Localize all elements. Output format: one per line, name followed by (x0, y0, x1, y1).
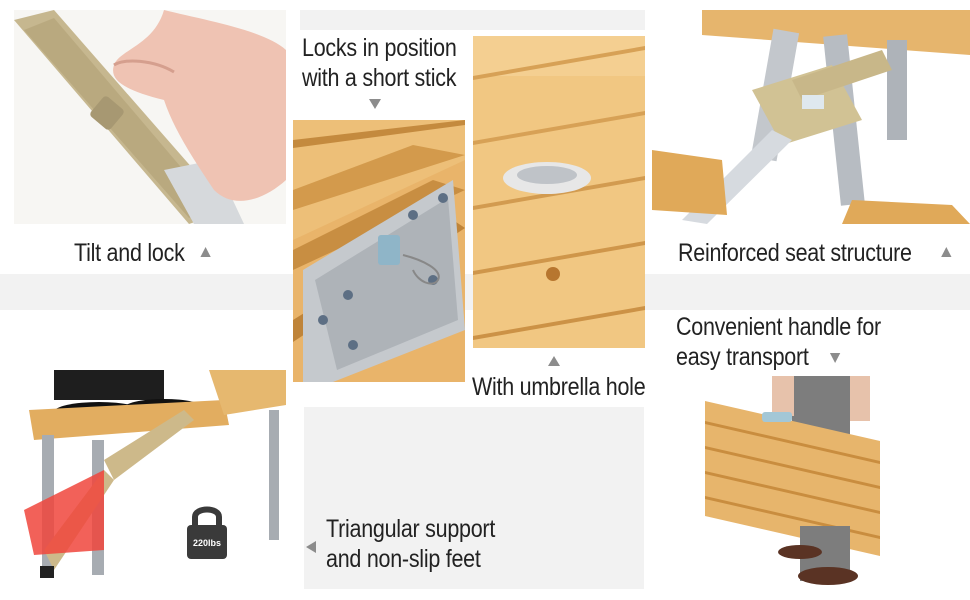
tilt-lock-caption: Tilt and lock (74, 238, 211, 268)
triangular-line1: Triangular support (326, 515, 496, 543)
triangle-up-icon (200, 247, 211, 257)
handle-line2-text: easy transport (676, 343, 809, 371)
triangle-up-icon (548, 356, 560, 366)
hinge-photo (14, 10, 286, 224)
reinforced-text: Reinforced seat structure (678, 239, 912, 267)
locks-position-line2: with a short stick (302, 64, 457, 92)
bottom-center-band (304, 407, 644, 589)
umbrella-hole-photo (473, 36, 645, 348)
triangular-support-photo (24, 370, 286, 585)
top-center-band (300, 10, 645, 30)
triangle-up-icon (941, 247, 952, 257)
lock-stick-photo (293, 120, 465, 382)
carry-case-photo (700, 376, 890, 586)
handle-line1: Convenient handle for (676, 313, 881, 341)
umbrella-caption: With umbrella hole (472, 372, 646, 402)
reinforced-caption: Reinforced seat structure (678, 238, 952, 268)
triangle-down-icon (369, 99, 381, 109)
locks-position-line1: Locks in position (302, 34, 457, 62)
seat-structure-photo (652, 10, 970, 224)
weight-capacity-label: 220lbs (192, 538, 222, 548)
umbrella-text: With umbrella hole (472, 373, 646, 401)
padlock-icon (187, 506, 227, 559)
tilt-lock-text: Tilt and lock (74, 239, 185, 267)
weight-capacity-badge: 220lbs (185, 503, 229, 561)
handle-line2: easy transport (676, 342, 881, 372)
locks-position-caption: Locks in position with a short stick (302, 33, 457, 93)
triangle-down-icon (829, 353, 841, 363)
triangular-caption: Triangular support and non-slip feet (326, 514, 495, 574)
handle-caption: Convenient handle for easy transport (676, 312, 881, 372)
triangular-line2: and non-slip feet (326, 545, 481, 573)
triangle-left-icon (306, 541, 316, 553)
